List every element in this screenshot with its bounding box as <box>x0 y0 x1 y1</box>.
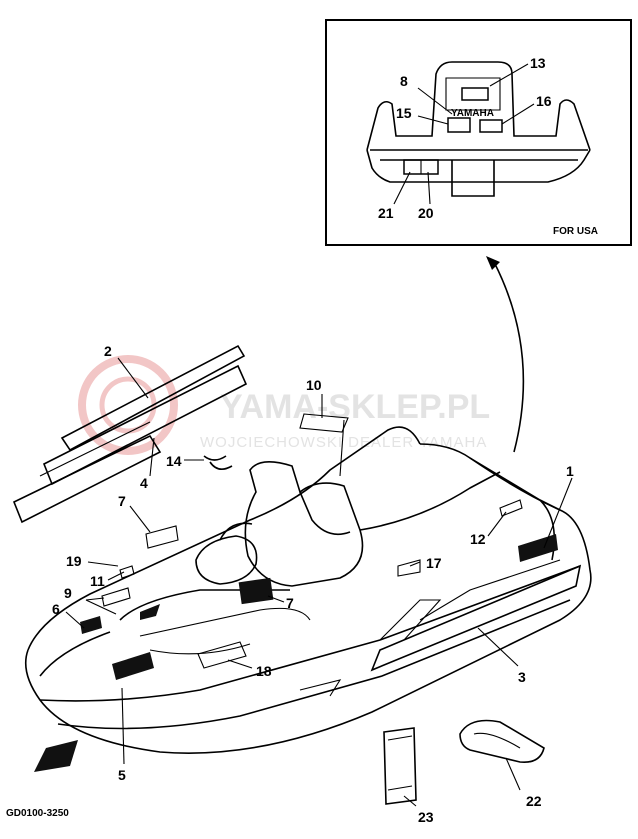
yamaha-emblem: YAMAHA <box>451 108 494 119</box>
inset-pointer-arrow <box>486 256 525 453</box>
callout-12: 12 <box>470 531 486 547</box>
callout-7-upper: 7 <box>118 493 126 509</box>
loose-parts <box>34 719 545 805</box>
callout-23: 23 <box>418 809 434 825</box>
callout-3: 3 <box>518 669 526 685</box>
watermark-logo <box>78 355 178 455</box>
callout-8: 8 <box>400 73 408 89</box>
callout-1: 1 <box>566 463 574 479</box>
callout-14: 14 <box>166 453 182 469</box>
watermark-brand: YAMA-SKLEP.PL <box>220 388 490 426</box>
callout-4: 4 <box>140 475 148 491</box>
callout-13: 13 <box>530 55 546 71</box>
callout-20: 20 <box>418 205 434 221</box>
inset-usa: YAMAHA FOR USA <box>325 19 632 246</box>
callout-16: 16 <box>536 93 552 109</box>
callout-6: 6 <box>52 601 60 617</box>
callout-15: 15 <box>396 105 412 121</box>
watercraft-body <box>24 426 592 754</box>
callout-5: 5 <box>118 767 126 783</box>
callout-21: 21 <box>378 205 394 221</box>
inset-label: FOR USA <box>553 226 598 237</box>
watermark: YAMA-SKLEP.PL WOJCIECHOWSKI DEALER YAMAH… <box>78 355 490 455</box>
leader-lines <box>65 357 573 807</box>
drawing-code: GD0100-3250 <box>6 808 69 819</box>
callout-22: 22 <box>526 793 542 809</box>
callout-7-lower: 7 <box>286 595 294 611</box>
callout-11: 11 <box>90 573 105 589</box>
callout-2: 2 <box>104 343 112 359</box>
callout-9: 9 <box>64 585 72 601</box>
callout-17: 17 <box>426 555 442 571</box>
watermark-tagline: WOJCIECHOWSKI DEALER YAMAHA <box>200 434 487 451</box>
callout-19: 19 <box>66 553 82 569</box>
body-decals <box>80 413 558 680</box>
callout-labels: 2 4 1 3 5 6 7 7 9 10 11 12 14 17 18 19 2… <box>52 55 574 825</box>
callout-18: 18 <box>256 663 272 679</box>
callout-10: 10 <box>306 377 322 393</box>
stripe-decals <box>12 344 248 524</box>
